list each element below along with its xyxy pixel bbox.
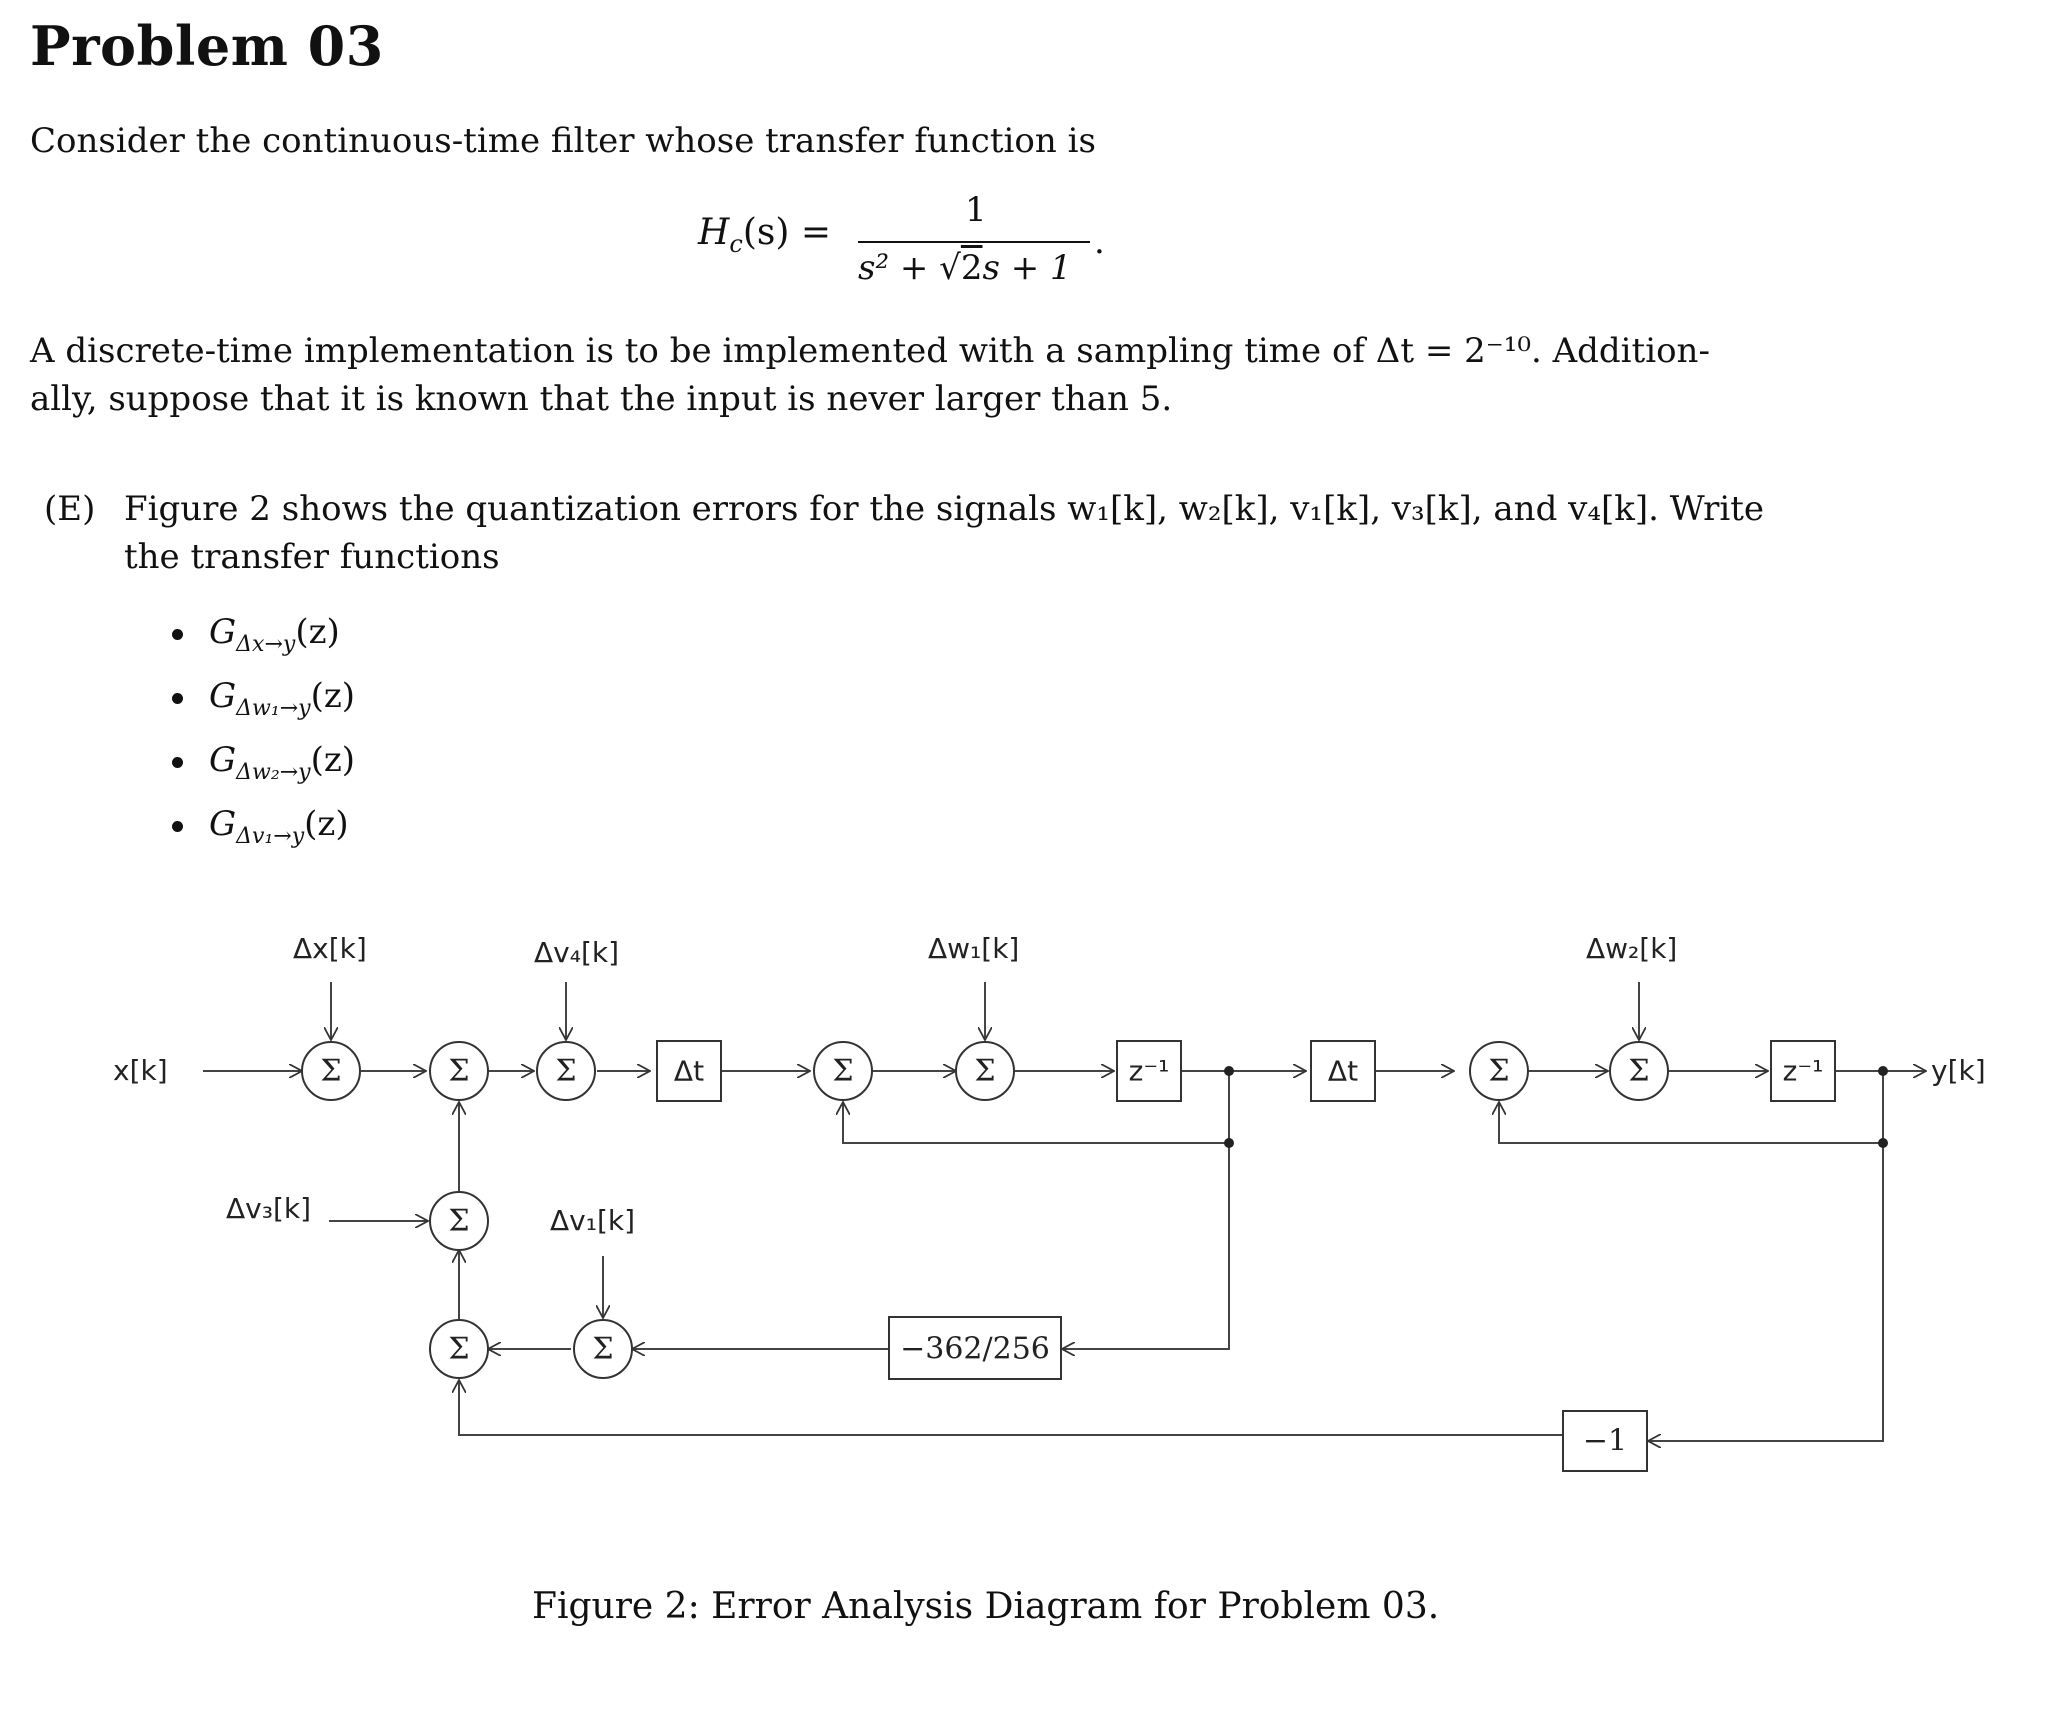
part-e-label: (E) — [44, 489, 96, 529]
bullet-icon — [172, 628, 183, 640]
sum-node — [429, 1041, 489, 1101]
transfer-fn-item: GΔv₁→y(z) — [172, 804, 349, 849]
equation-numerator: 1 — [965, 190, 987, 230]
tf-symbol: G — [209, 676, 237, 716]
equation-period: . — [1094, 222, 1105, 262]
sum-node — [301, 1041, 361, 1101]
disturbance-label: Δw₁[k] — [928, 932, 1019, 965]
disturbance-label: Δv₄[k] — [534, 936, 619, 969]
disturbance-label: Δv₃[k] — [226, 1192, 311, 1225]
delta-t-block — [1310, 1040, 1376, 1102]
sum-symbol: Σ — [448, 1204, 469, 1239]
z-inverse-block — [1116, 1040, 1182, 1102]
sum-node — [813, 1041, 873, 1101]
eq-lhs-h: H — [698, 212, 730, 253]
sum-symbol: Σ — [320, 1054, 341, 1089]
eq-den-root: 2 — [960, 248, 983, 288]
sum-node — [1609, 1041, 1669, 1101]
description-line-1: A discrete-time implementation is to be … — [30, 331, 1710, 371]
gain-label: −362/256 — [900, 1332, 1050, 1367]
bullet-icon — [172, 756, 183, 768]
delta-t-label: Δt — [1328, 1055, 1358, 1088]
tf-symbol: G — [209, 740, 237, 780]
tf-symbol: G — [209, 804, 237, 844]
sum-symbol: Σ — [974, 1054, 995, 1089]
tf-symbol: G — [209, 612, 237, 652]
tf-arg: (z) — [310, 676, 356, 716]
junction-dot — [1878, 1066, 1888, 1076]
bullet-icon — [172, 820, 183, 832]
wire — [1649, 1143, 1884, 1441]
junction-dot — [1224, 1138, 1234, 1148]
sum-symbol: Σ — [832, 1054, 853, 1089]
wire — [459, 1381, 1563, 1436]
fraction-bar — [858, 241, 1090, 243]
transfer-fn-item: GΔx→y(z) — [172, 612, 340, 657]
tf-subscript: Δv₁→y — [236, 823, 305, 849]
sum-node — [1469, 1041, 1529, 1101]
sum-symbol: Σ — [448, 1054, 469, 1089]
sum-node — [536, 1041, 596, 1101]
output-label: y[k] — [1931, 1054, 1986, 1087]
part-e-line-1: Figure 2 shows the quantization errors f… — [124, 489, 1765, 529]
eq-den-b: s + 1 — [982, 248, 1072, 288]
disturbance-label: Δv₁[k] — [550, 1204, 635, 1237]
description-line-2: ally, suppose that it is known that the … — [30, 379, 1173, 419]
wire — [1063, 1143, 1230, 1349]
wire — [1499, 1071, 1884, 1144]
intro-text: Consider the continuous-time filter whos… — [30, 121, 1096, 161]
sum-symbol: Σ — [1628, 1054, 1649, 1089]
junction-dot — [1878, 1138, 1888, 1148]
eq-lhs-sub: c — [729, 230, 743, 259]
sum-symbol: Σ — [555, 1054, 576, 1089]
tf-arg: (z) — [304, 804, 349, 844]
gain-block — [1562, 1410, 1648, 1472]
eq-lhs-arg: (s) = — [742, 212, 832, 253]
sum-node — [955, 1041, 1015, 1101]
sum-symbol: Σ — [1488, 1054, 1509, 1089]
sum-node — [573, 1319, 633, 1379]
gain-block — [888, 1316, 1062, 1380]
input-label: x[k] — [113, 1054, 168, 1087]
disturbance-label: Δw₂[k] — [1586, 932, 1677, 965]
gain-label: −1 — [1583, 1424, 1627, 1459]
transfer-fn-item: GΔw₂→y(z) — [172, 740, 355, 785]
bullet-icon — [172, 692, 183, 704]
equation-lhs: Hc(s) = — [698, 212, 831, 258]
disturbance-label: Δx[k] — [293, 932, 367, 965]
sum-symbol: Σ — [592, 1332, 613, 1367]
z-inverse-label: z⁻¹ — [1783, 1055, 1824, 1088]
junction-dot — [1224, 1066, 1234, 1076]
tf-subscript: Δx→y — [236, 631, 296, 657]
tf-arg: (z) — [310, 740, 356, 780]
equation-denominator: s² + √2s + 1 — [858, 248, 1072, 288]
delta-t-label: Δt — [674, 1055, 704, 1088]
sum-node — [429, 1319, 489, 1379]
transfer-fn-item: GΔw₁→y(z) — [172, 676, 355, 721]
problem-title: Problem 03 — [30, 14, 384, 78]
tf-subscript: Δw₁→y — [236, 695, 311, 721]
z-inverse-block — [1770, 1040, 1836, 1102]
figure-caption: Figure 2: Error Analysis Diagram for Pro… — [532, 1586, 1440, 1627]
sum-node — [429, 1191, 489, 1251]
z-inverse-label: z⁻¹ — [1129, 1055, 1170, 1088]
tf-subscript: Δw₂→y — [236, 759, 311, 785]
wire — [843, 1071, 1230, 1144]
delta-t-block — [656, 1040, 722, 1102]
tf-arg: (z) — [295, 612, 340, 652]
eq-den-a: s² + √ — [858, 248, 961, 288]
part-e-line-2: the transfer functions — [124, 537, 500, 577]
sum-symbol: Σ — [448, 1332, 469, 1367]
